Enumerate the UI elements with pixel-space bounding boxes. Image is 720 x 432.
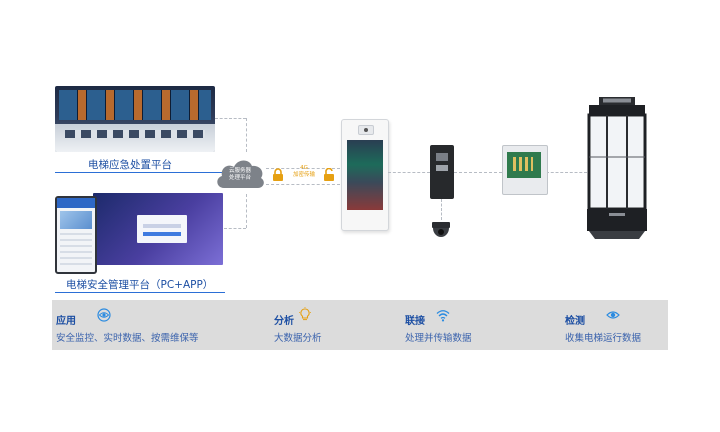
desktop-screen-image [93,193,223,265]
elevator-car-image [587,97,647,239]
dome-camera-icon [432,222,450,237]
cloud-icon [217,160,264,188]
management-platform-rule [55,292,225,293]
management-platform-label: 电梯安全管理平台（PC+APP） [66,279,214,291]
emergency-platform-label: 电梯应急处置平台 [88,159,172,171]
lock-open-icon [324,168,334,181]
wifi-icon [436,310,450,322]
feature-title-analysis: 分析 [274,316,294,327]
controller-board-device [502,145,548,195]
feature-desc-apply: 安全监控、实时数据、按需维保等 [56,333,199,344]
connector-line [266,184,340,185]
feature-title-detect: 检测 [565,316,585,327]
emergency-platform-rule [55,172,225,173]
video-wall-image [55,86,215,152]
feature-title-connect: 联接 [405,316,425,327]
lock-closed-icon [273,168,283,181]
feature-desc-analysis: 大数据分析 [274,333,322,344]
feature-title-apply: 应用 [56,316,76,327]
connector-line [215,118,246,119]
gateway-device [430,145,454,199]
connector-line [246,118,247,152]
connector-line [224,228,246,229]
lightbulb-icon [299,307,311,321]
eye-icon [606,311,620,319]
connector-line [246,194,247,228]
connector-line [546,172,587,173]
feature-desc-connect: 处理并传输数据 [405,333,472,344]
network-label: 4G 加密传输 [292,165,315,178]
tablet-app-image [55,196,97,274]
cloud-label: 云服务器 处理平台 [228,168,251,181]
eye-icon [97,308,111,322]
connector-line [266,168,340,169]
connector-line [441,199,442,220]
feature-band [52,300,668,350]
connector-line [454,172,502,173]
feature-desc-detect: 收集电梯运行数据 [565,333,642,344]
smart-panel-device [341,119,389,231]
connector-line [388,172,430,173]
